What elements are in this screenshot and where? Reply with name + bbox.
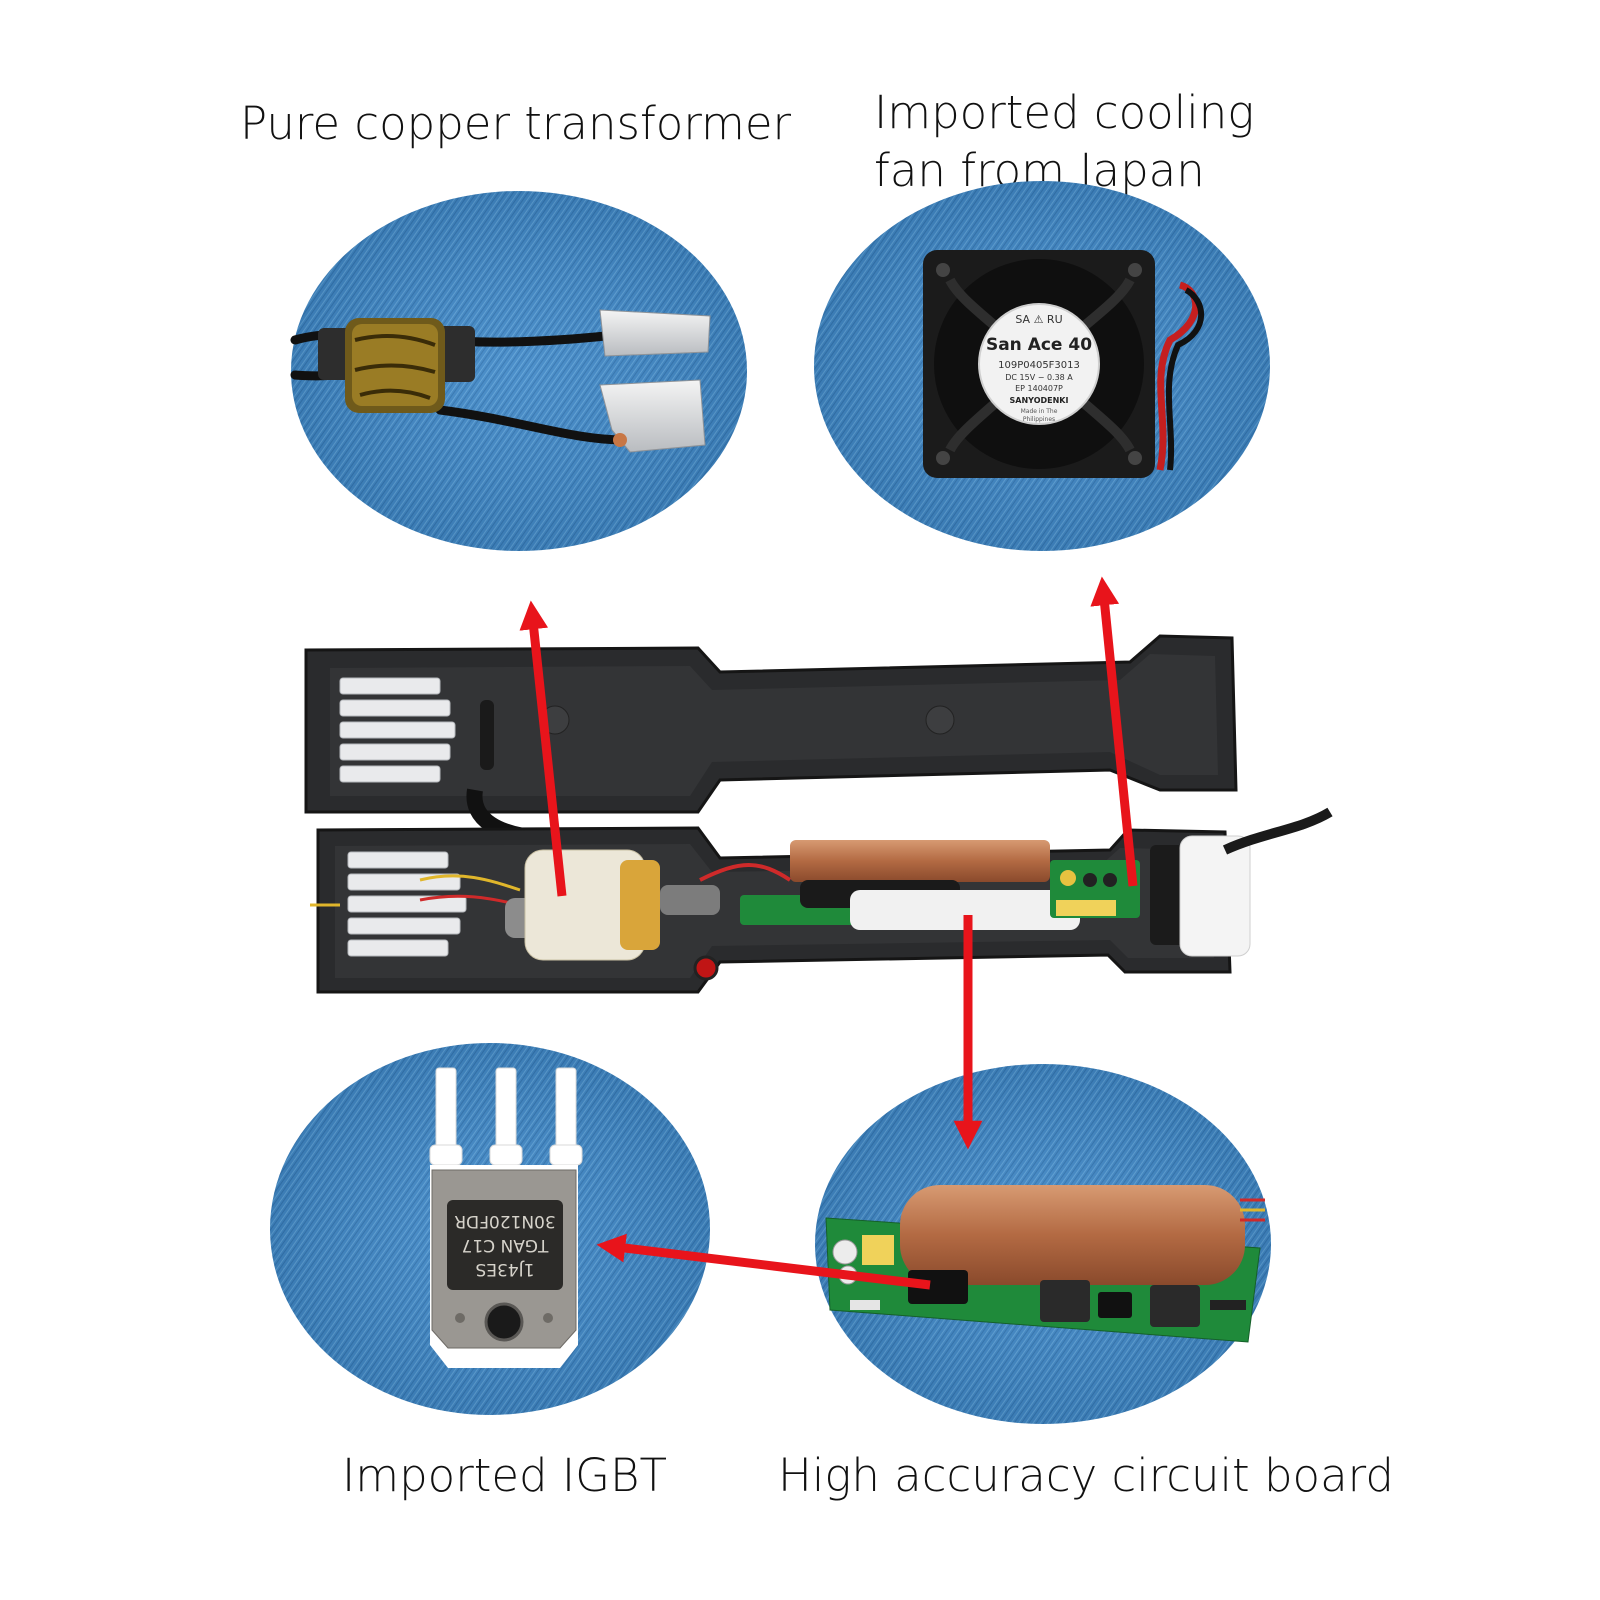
transformer-coil <box>345 318 445 413</box>
housing-transformer <box>524 849 660 961</box>
fan-label <box>978 303 1100 425</box>
caption-cooling-fan: Imported cooling fan from Japan <box>874 84 1254 200</box>
fan-maker-text: SANYODENKI <box>1010 396 1069 405</box>
igbt-text-2: TGAN C17 <box>462 1235 550 1255</box>
igbt-text-1: 1J43ES <box>476 1259 535 1279</box>
caption-igbt: Imported IGBT <box>342 1449 667 1502</box>
arrow-to-igbt <box>596 1233 931 1290</box>
caption-circuit-board: High accuracy circuit board <box>778 1449 1394 1502</box>
bottom-heatsink <box>347 851 467 957</box>
svg-text:SA ⚠ RU: SA ⚠ RU <box>1015 313 1062 326</box>
fan-model-text: 109P0405F3013 <box>998 360 1080 371</box>
callout-arrows <box>519 576 1138 1290</box>
igbt-text-3: 30N120FDR <box>454 1211 556 1231</box>
fan-origin-text-1: Made in The <box>1021 408 1058 415</box>
top-heatsink <box>339 677 456 783</box>
aluminium-lugs <box>599 309 711 453</box>
housing-fan <box>1150 835 1251 957</box>
igbt-package: 1J43ES TGAN C17 30N120FDR <box>430 1165 578 1368</box>
igbt-pins <box>429 1067 583 1179</box>
circuit-board-photo <box>815 1064 1271 1424</box>
cooling-fan-photo: SA ⚠ RU San Ace 40 109P0405F3013 DC 15V … <box>814 181 1270 551</box>
heat-gun-housing <box>304 634 1333 994</box>
arrow-to-fan <box>1090 576 1138 887</box>
indicator-light <box>693 955 719 981</box>
fan-housing: SA ⚠ RU San Ace 40 109P0405F3013 DC 15V … <box>923 250 1155 478</box>
caption-transformer: Pure copper transformer <box>240 97 792 150</box>
copper-shield <box>900 1185 1245 1285</box>
transformer-photo <box>290 191 747 551</box>
fan-rating-text: DC 15V − 0.38 A <box>1005 373 1073 382</box>
fan-brand-text: San Ace 40 <box>986 335 1092 355</box>
fan-origin-text-2: Philippines <box>1023 416 1055 423</box>
fan-ep-text: EP 140407P <box>1015 384 1063 393</box>
caption-cooling-fan-line1: Imported cooling <box>874 86 1255 139</box>
housing-circuit-board <box>740 840 1140 930</box>
arrow-to-transformer <box>519 600 567 897</box>
igbt-photo: 1J43ES TGAN C17 30N120FDR <box>270 1043 710 1415</box>
power-cord <box>1222 807 1333 855</box>
